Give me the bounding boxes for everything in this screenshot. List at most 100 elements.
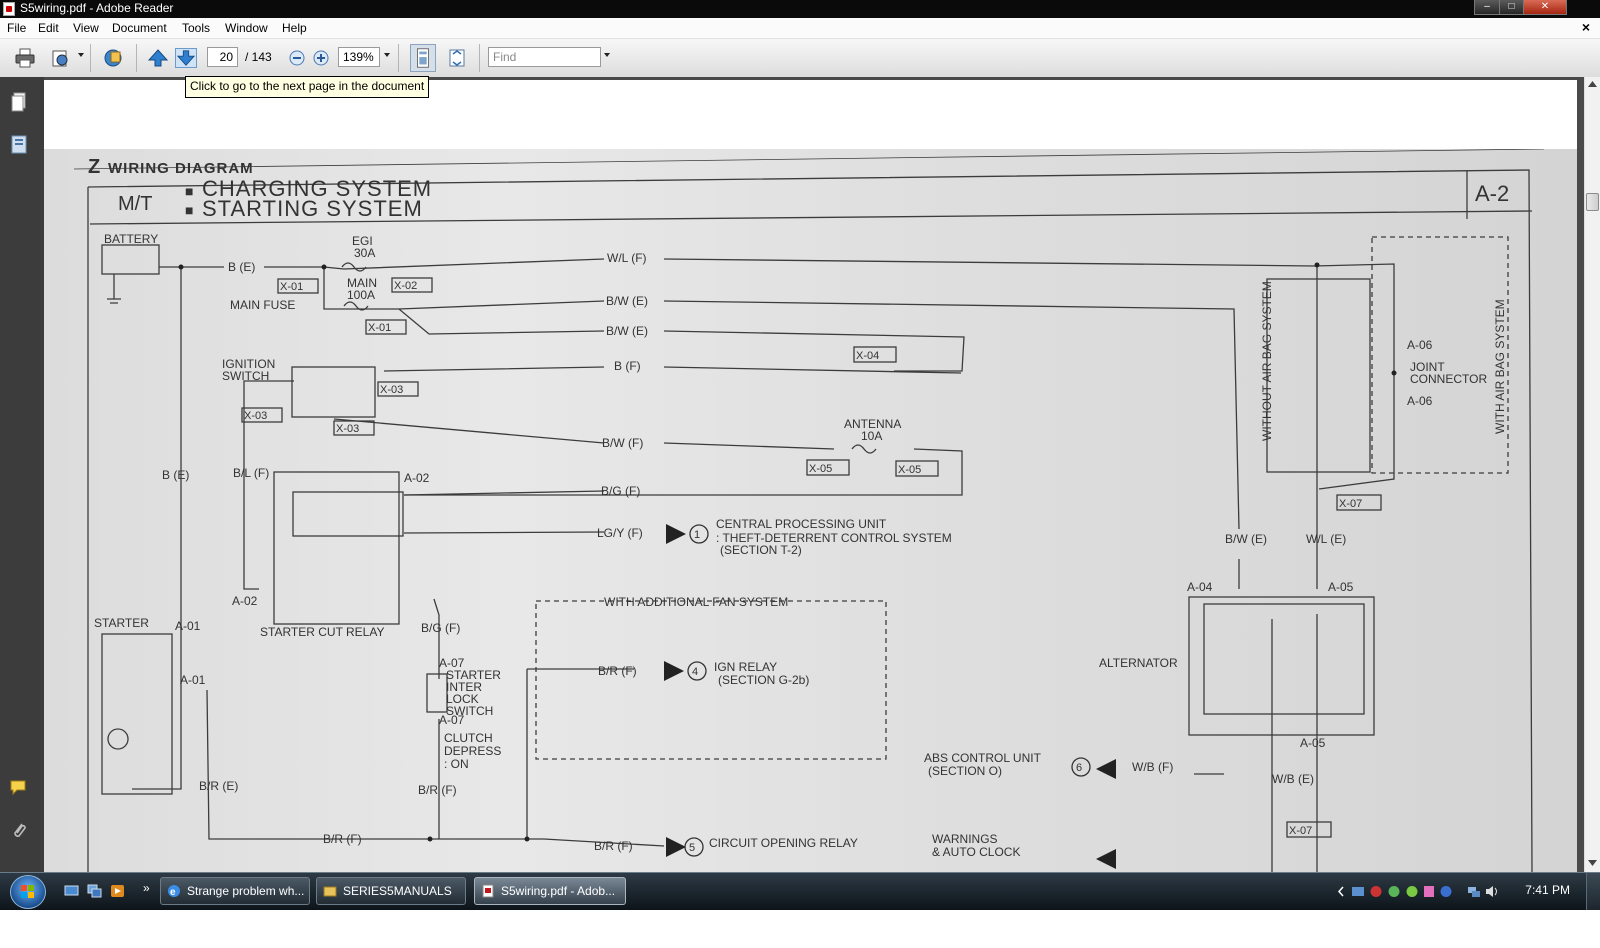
media-player-icon[interactable] <box>110 884 125 898</box>
taskbar-item-adobe-reader[interactable]: S5wiring.pdf - Adob... <box>474 877 626 905</box>
diagram-system-starting: STARTING SYSTEM <box>202 196 423 221</box>
wiring-diagram: Z WIRING DIAGRAM M/T CHARGING SYSTEM STA… <box>73 149 1545 872</box>
connector-x05: X-05 <box>898 464 921 476</box>
label-ignition: IGNITION <box>222 357 275 371</box>
tray-network-share-icon[interactable] <box>1351 885 1365 898</box>
toolbar-separator <box>398 44 399 72</box>
connector-x07: X-07 <box>1289 825 1312 837</box>
wire-b-w-e-vertical: B/W (E) <box>1225 532 1267 546</box>
diagram-mt-label: M/T <box>118 193 152 215</box>
menu-help[interactable]: Help <box>282 21 307 35</box>
tray-volume-icon[interactable] <box>1485 885 1499 898</box>
title-bar: S5wiring.pdf - Adobe Reader – □ ✕ <box>0 0 1600 18</box>
connector-a07: A-07 <box>439 656 465 670</box>
quick-launch-more[interactable]: » <box>143 881 150 895</box>
switch-windows-icon[interactable] <box>87 884 102 898</box>
show-desktop-icon[interactable] <box>64 884 79 898</box>
wire-w-l: W/L (F) <box>607 251 647 265</box>
page-number-input[interactable]: 20 <box>207 47 238 67</box>
label-joint-connector: JOINT <box>1410 360 1445 374</box>
find-input[interactable]: Find <box>488 47 601 67</box>
label-abs: ABS CONTROL UNIT <box>924 751 1042 765</box>
connector-x01: X-01 <box>280 281 303 293</box>
label-joint-connector: CONNECTOR <box>1410 372 1487 386</box>
taskbar-item-browser[interactable]: e Strange problem wh... <box>160 877 310 905</box>
scroll-down-arrow-icon[interactable] <box>1588 860 1597 866</box>
email-pdf-icon[interactable] <box>50 48 72 68</box>
menu-document[interactable]: Document <box>112 21 167 35</box>
label-clutch: DEPRESS <box>444 744 501 758</box>
label-inter-lock: STARTER <box>446 668 501 682</box>
email-dropdown-arrow[interactable] <box>78 53 84 57</box>
connector-x03: X-03 <box>336 423 359 435</box>
print-icon[interactable] <box>14 48 36 68</box>
taskbar: » e Strange problem wh... SERIES5MANUALS… <box>0 872 1600 911</box>
tray-info-icon[interactable] <box>1439 885 1453 898</box>
tray-messenger-icon[interactable] <box>1405 885 1419 898</box>
next-page-tooltip: Click to go to the next page in the docu… <box>185 76 430 98</box>
screen-bottom-area <box>0 910 1600 948</box>
collaborate-icon[interactable] <box>102 48 124 68</box>
wiring-diagram-page: Z WIRING DIAGRAM M/T CHARGING SYSTEM STA… <box>44 149 1577 872</box>
previous-page-icon[interactable] <box>147 48 169 68</box>
wire-b-r-3: B/R (F) <box>594 839 633 853</box>
label-cpu-theft: : THEFT-DETERRENT CONTROL SYSTEM <box>716 531 952 545</box>
wire-b-g-f: B/G (F) <box>601 484 640 498</box>
menu-tools[interactable]: Tools <box>182 21 211 35</box>
wire-b-e-vertical: B (E) <box>162 468 189 482</box>
label-alternator: ALTERNATOR <box>1099 656 1178 670</box>
connector-x05: X-05 <box>809 463 832 475</box>
label-ign-relay: IGN RELAY <box>714 660 777 674</box>
close-button[interactable]: ✕ <box>1523 0 1567 15</box>
tray-network-icon[interactable] <box>1467 885 1481 898</box>
minimize-button[interactable]: – <box>1474 0 1500 15</box>
comments-panel-icon[interactable] <box>9 777 29 799</box>
internet-explorer-icon: e <box>168 885 180 898</box>
show-desktop-button[interactable] <box>1586 873 1600 911</box>
toolbar: 20 / 143 139% Find <box>0 39 1600 78</box>
label-clutch: : ON <box>444 757 469 771</box>
taskbar-clock[interactable]: 7:41 PM <box>1525 883 1570 897</box>
tray-app-icon[interactable] <box>1422 885 1436 898</box>
zoom-dropdown-arrow[interactable] <box>384 53 390 57</box>
tray-expand-chevron-icon[interactable] <box>1336 885 1346 898</box>
scroll-thumb[interactable] <box>1586 193 1599 211</box>
label-inter-lock: SWITCH <box>446 704 493 718</box>
reference-number: 4 <box>692 666 698 678</box>
connector-x03: X-03 <box>244 410 267 422</box>
maximize-button[interactable]: □ <box>1499 0 1524 15</box>
menu-window[interactable]: Window <box>225 21 268 35</box>
connector-x02: X-02 <box>394 280 417 292</box>
fit-page-icon[interactable] <box>446 48 468 68</box>
folder-icon <box>323 886 337 897</box>
wire-b-r-1: B/R (F) <box>598 664 637 678</box>
find-dropdown-arrow[interactable] <box>604 53 610 57</box>
zoom-out-icon[interactable] <box>288 48 306 68</box>
taskbar-item-folder[interactable]: SERIES5MANUALS <box>316 877 466 905</box>
label-egi-amp: 30A <box>354 246 375 260</box>
pdf-document-icon <box>482 884 494 898</box>
scrolling-mode-icon[interactable] <box>410 44 436 72</box>
connector-a04: A-04 <box>1187 580 1213 594</box>
bookmarks-panel-icon[interactable] <box>9 133 29 155</box>
start-button[interactable] <box>10 875 46 909</box>
menu-edit[interactable]: Edit <box>38 21 59 35</box>
tray-antivirus-icon[interactable] <box>1369 885 1383 898</box>
zoom-in-icon[interactable] <box>312 48 330 68</box>
menu-file[interactable]: File <box>7 21 27 35</box>
toolbar-separator <box>90 44 91 72</box>
connector-a02: A-02 <box>232 594 258 608</box>
label-cpu-section: (SECTION T-2) <box>720 543 802 557</box>
scroll-up-arrow-icon[interactable] <box>1588 81 1597 87</box>
attachments-paperclip-icon[interactable] <box>9 819 29 841</box>
label-antenna-amp: 10A <box>861 429 882 443</box>
pages-panel-icon[interactable] <box>9 91 29 113</box>
next-page-icon[interactable] <box>175 48 197 68</box>
vertical-scrollbar[interactable] <box>1584 77 1600 872</box>
tray-update-icon[interactable] <box>1387 885 1401 898</box>
menu-view[interactable]: View <box>73 21 99 35</box>
wire-w-b-e-vertical: W/B (E) <box>1272 772 1314 786</box>
zoom-level-input[interactable]: 139% <box>338 47 380 67</box>
wire-b-r-2: B/R (F) <box>323 832 362 846</box>
close-document-button[interactable]: × <box>1581 19 1590 35</box>
